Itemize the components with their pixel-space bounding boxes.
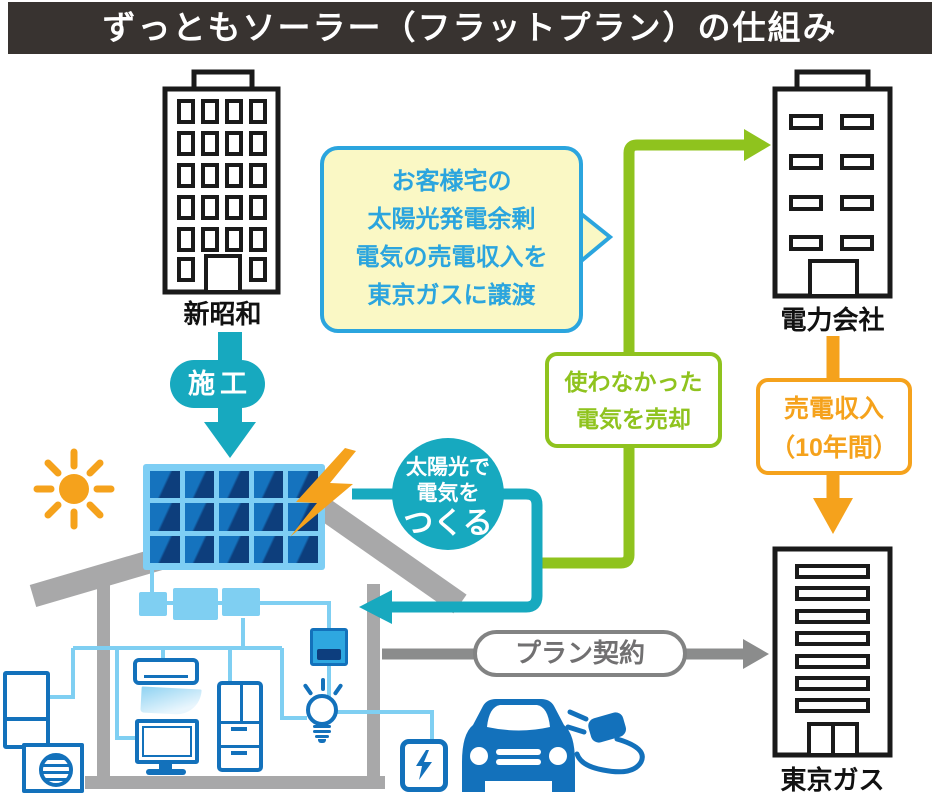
page-title: ずっともソーラー（フラットプラン）の仕組み: [102, 9, 838, 46]
tokyo-gas-door-left: [807, 722, 835, 757]
power-plug-icon: [565, 709, 645, 775]
tokyo-gas-building: [772, 546, 893, 758]
shinshowa-door: [204, 254, 242, 294]
water-heater-icon: [3, 671, 50, 749]
tv-icon: [135, 719, 199, 764]
lightning-bolt-icon: [290, 448, 356, 537]
bolt-icon: [416, 750, 432, 780]
power-company-windows: [789, 114, 874, 251]
tokyo-gas-door-right: [831, 722, 859, 757]
sun-icon: [33, 448, 115, 530]
shinshowa-building: [162, 69, 281, 295]
tokyo-gas-windows: [795, 564, 870, 713]
outdoor-unit-icon: [22, 743, 84, 793]
speech-bubble: お客様宅の 太陽光発電余剰 電気の売電収入を 東京ガスに譲渡: [320, 146, 583, 333]
speech-bubble-pointer: [578, 208, 614, 267]
tokyo-gas-label: 東京ガス: [780, 765, 885, 793]
shinshowa-label: 新昭和: [183, 299, 262, 329]
revenue-label: 売電収入 （10年間）: [756, 378, 912, 475]
speech-bubble-text: お客様宅の 太陽光発電余剰 電気の売電収入を 東京ガスに譲渡: [355, 168, 548, 309]
shinshowa-windows: [177, 99, 267, 282]
construction-badge: 施工: [170, 360, 265, 408]
generated-power-pipe: [352, 488, 543, 624]
power-company-building: [772, 69, 893, 299]
ev-charger-icon: [400, 739, 448, 792]
title-bar: ずっともソーラー（フラットプラン）の仕組み: [8, 2, 932, 54]
tv-stand-post: [159, 764, 172, 770]
tv-stand-base: [146, 769, 186, 775]
house-wiring: [50, 570, 434, 742]
power-company-label: 電力会社: [780, 305, 885, 335]
sell-unused-label: 使わなかった 電気を売却: [545, 352, 722, 448]
refrigerator-icon: [217, 681, 263, 772]
fan-icon: [39, 753, 73, 787]
bulb-rays-icon: [302, 678, 344, 696]
solar-panel: [143, 464, 325, 570]
junction-boxes: [139, 588, 260, 620]
generate-electricity-badge: 太陽光で 電気を つくる: [392, 438, 504, 550]
plan-contract-badge: プラン契約: [473, 630, 687, 677]
light-bulb-icon: [306, 694, 338, 726]
air-conditioner-icon: [133, 658, 199, 685]
distribution-board-icon: [310, 628, 348, 666]
ev-car-icon: [462, 699, 575, 792]
light-bulb-base: [312, 725, 332, 745]
power-company-door: [808, 259, 859, 298]
